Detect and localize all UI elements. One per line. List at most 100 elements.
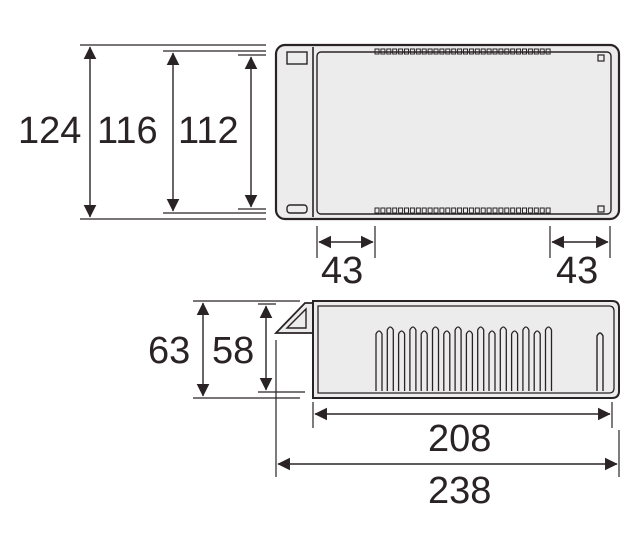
top-view-rib-slots-bottom [374, 207, 551, 214]
dim-label-116: 116 [97, 110, 158, 152]
rib-slot [468, 48, 474, 55]
rib-slot [404, 48, 409, 55]
comb-fin [477, 326, 485, 391]
rib-slot [427, 207, 433, 214]
rib-slot [433, 207, 439, 214]
rib-slot [510, 48, 516, 55]
dim-label-208: 208 [428, 418, 491, 460]
rib-slot [445, 48, 451, 55]
rib-slot [545, 48, 551, 55]
rib-slot [498, 207, 504, 214]
top-view-corner-mark-bottom [597, 205, 605, 213]
rib-slot [421, 207, 427, 214]
rib-slot [527, 207, 533, 214]
rib-slot [392, 207, 398, 214]
rib-slot [533, 48, 539, 55]
rib-slot [504, 207, 510, 214]
comb-fin [443, 330, 451, 391]
rib-slot [468, 207, 474, 214]
rib-slot [516, 48, 522, 55]
comb-fin [375, 330, 383, 391]
comb-fin [397, 330, 406, 391]
comb-fin [499, 326, 507, 391]
rib-slot [386, 48, 392, 55]
comb-fin [533, 330, 541, 391]
rib-slot [415, 207, 421, 214]
top-view-rib-slots-top [374, 48, 551, 55]
top-view-end-tab-top [286, 51, 308, 65]
rib-slot [374, 207, 380, 214]
top-view-end-tab-bottom [286, 204, 308, 214]
dim-label-43-left: 43 [321, 250, 363, 292]
comb-fin [544, 326, 553, 391]
rib-slot [457, 207, 463, 214]
rib-slot [433, 48, 439, 55]
rib-slot [539, 207, 545, 214]
comb-fin [465, 330, 474, 391]
rib-slot [404, 207, 409, 214]
rib-slot [545, 207, 551, 214]
rib-slot [527, 48, 533, 55]
comb-fin [420, 330, 428, 391]
rib-slot [486, 48, 492, 55]
dim-label-63: 63 [148, 330, 190, 372]
rib-slot [474, 48, 480, 55]
rib-slot [498, 48, 504, 55]
rib-slot [480, 48, 486, 55]
rib-slot [492, 207, 498, 214]
rib-slot [504, 48, 510, 55]
rib-slot [374, 48, 380, 55]
side-view-fin-right [596, 332, 604, 391]
rib-slot [380, 48, 386, 55]
rib-slot [445, 207, 451, 214]
rib-slot [533, 207, 539, 214]
rib-slot [451, 48, 457, 55]
rib-slot [539, 48, 545, 55]
dim-label-58: 58 [212, 330, 254, 372]
rib-slot [398, 48, 404, 55]
dim-label-112: 112 [178, 110, 239, 152]
side-view: 63 58 208 238 [148, 300, 620, 512]
side-view-fins [375, 326, 553, 391]
rib-slot [516, 207, 522, 214]
rib-slot [510, 207, 516, 214]
rib-slot [427, 48, 433, 55]
rib-slot [463, 207, 468, 214]
top-view-corner-mark-top [597, 54, 605, 62]
dim-label-238: 238 [428, 470, 491, 512]
comb-fin [431, 326, 440, 391]
rib-slot [480, 207, 486, 214]
comb-fin [386, 326, 394, 391]
comb-fin [454, 326, 462, 391]
rib-slot [522, 207, 527, 214]
rib-slot [474, 207, 480, 214]
rib-slot [398, 207, 404, 214]
rib-slot [522, 48, 527, 55]
rib-slot [392, 48, 398, 55]
rib-slot [421, 48, 427, 55]
top-view: 124 116 112 43 43 [18, 43, 621, 292]
rib-slot [380, 207, 386, 214]
dim-label-43-right: 43 [556, 250, 598, 292]
rib-slot [451, 207, 457, 214]
rib-slot [415, 48, 421, 55]
side-view-body-inner [317, 305, 615, 394]
rib-slot [439, 48, 445, 55]
comb-fin [522, 326, 530, 391]
rib-slot [439, 207, 445, 214]
rib-slot [463, 48, 468, 55]
rib-slot [409, 48, 415, 55]
comb-fin [488, 330, 496, 391]
rib-slot [486, 207, 492, 214]
rib-slot [409, 207, 415, 214]
rib-slot [457, 48, 463, 55]
top-view-outer-body [274, 43, 621, 221]
side-view-slanted-end-inner [285, 307, 307, 329]
comb-fin [510, 330, 519, 391]
comb-fin [409, 326, 417, 391]
rib-slot [492, 48, 498, 55]
dim-label-124: 124 [18, 110, 81, 152]
rib-slot [386, 207, 392, 214]
